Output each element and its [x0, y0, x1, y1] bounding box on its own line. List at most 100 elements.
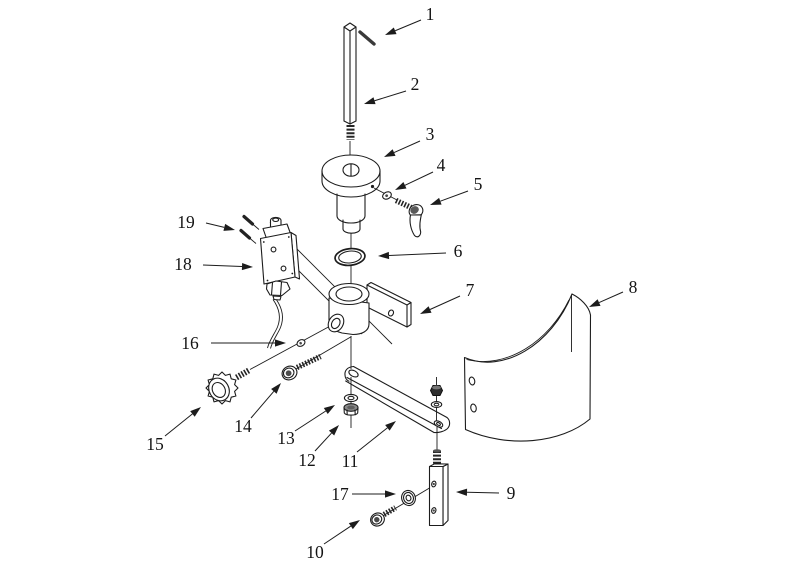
callout-1: 1 — [385, 4, 434, 35]
part-number-label: 5 — [474, 174, 483, 194]
arm-end-washer — [430, 401, 443, 408]
callout-18: 18 — [174, 254, 253, 274]
leader-arrowhead — [385, 27, 397, 35]
part-number-label: 2 — [411, 74, 420, 94]
leader-arrowhead — [385, 490, 396, 498]
part-number-label: 13 — [277, 428, 295, 448]
leader-arrowhead — [395, 182, 407, 190]
callout-17: 17 — [331, 484, 396, 504]
leader-arrowhead — [364, 97, 376, 105]
part-11-arm-bar — [344, 365, 451, 434]
part-10-socket-bolt — [370, 505, 397, 527]
leader-line — [394, 19, 422, 32]
leader-line — [374, 90, 407, 102]
part-4-washer-bead — [382, 191, 392, 200]
callout-3: 3 — [384, 124, 435, 157]
part-number-label: 15 — [146, 434, 164, 454]
leader-line — [314, 432, 332, 452]
callout-2: 2 — [364, 74, 420, 105]
part-number-label: 9 — [507, 483, 516, 503]
leader-arrowhead — [456, 488, 468, 496]
part-13-washer — [343, 393, 359, 403]
callout-15: 15 — [146, 407, 201, 454]
part-6-o-ring — [334, 247, 366, 267]
leader-line — [598, 291, 624, 304]
part-8-curved-guard-shield — [463, 293, 592, 442]
part-number-label: 1 — [426, 4, 435, 24]
leader-arrowhead — [275, 339, 286, 347]
part-number-label: 14 — [234, 416, 252, 436]
callout-12: 12 — [298, 425, 339, 470]
leader-line — [393, 140, 421, 153]
callout-13: 13 — [277, 405, 335, 448]
leader-line — [429, 295, 461, 310]
callout-6: 6 — [378, 241, 463, 261]
part-9-square-bar — [428, 449, 449, 527]
part-5-clamp-handle — [394, 198, 424, 238]
callout-5: 5 — [430, 174, 483, 205]
leader-line — [164, 413, 193, 437]
leader-arrowhead — [328, 425, 339, 436]
part-number-label: 18 — [174, 254, 192, 274]
part-15-knurled-knob — [205, 367, 251, 405]
part-number-label: 8 — [629, 277, 638, 297]
leader-line — [250, 391, 275, 419]
part-1-pin — [358, 30, 376, 46]
part-3-pulley-disc — [321, 154, 381, 234]
callout-7: 7 — [420, 280, 475, 314]
switch-cable — [267, 299, 280, 349]
leader-line — [202, 264, 243, 268]
leader-arrowhead — [190, 407, 201, 417]
leader-arrowhead — [323, 405, 335, 415]
part-number-label: 12 — [298, 450, 316, 470]
callout-8: 8 — [589, 277, 638, 307]
leader-arrowhead — [348, 520, 360, 530]
leader-line — [466, 491, 500, 494]
arm-end-nut — [429, 385, 444, 396]
callout-9: 9 — [456, 483, 516, 503]
part-number-label: 17 — [331, 484, 349, 504]
part-2-square-rod — [343, 22, 357, 140]
part-number-label: 6 — [454, 241, 463, 261]
leader-line — [440, 190, 469, 202]
leader-arrowhead — [385, 421, 396, 431]
part-number-label: 10 — [306, 542, 324, 562]
guard-hole-upper — [468, 376, 476, 386]
callout-11: 11 — [342, 421, 396, 471]
part-12-hex-nut — [343, 403, 359, 416]
guard-hole-lower — [470, 403, 477, 413]
part-19-screws — [239, 214, 260, 244]
part-16-set-screw — [296, 339, 306, 347]
leader-arrowhead — [378, 251, 390, 260]
part-18-limit-switch — [259, 216, 301, 349]
part-number-label: 4 — [437, 155, 446, 175]
callout-4: 4 — [395, 155, 446, 190]
part-number-label: 3 — [426, 124, 435, 144]
leader-line — [388, 252, 447, 257]
callout-10: 10 — [306, 520, 360, 562]
leader-arrowhead — [241, 262, 253, 271]
part-14-socket-bolt — [281, 354, 322, 381]
part-number-label: 16 — [181, 333, 199, 353]
leader-arrowhead — [420, 306, 432, 314]
part-number-label: 11 — [342, 451, 359, 471]
leader-arrowhead — [271, 383, 281, 394]
callout-14: 14 — [234, 383, 281, 436]
leader-arrowhead — [223, 223, 235, 231]
bracket-clamp-boss — [327, 313, 345, 333]
leader-arrowhead — [589, 299, 601, 307]
leader-line — [404, 171, 434, 186]
leader-line — [323, 525, 352, 545]
callout-16: 16 — [181, 333, 286, 353]
leader-line — [294, 410, 327, 432]
part-17-washer — [401, 489, 416, 507]
part-7-mount-bracket — [327, 281, 412, 336]
callout-19: 19 — [177, 212, 235, 232]
leader-arrowhead — [430, 197, 442, 205]
leader-line — [356, 427, 388, 453]
leader-arrowhead — [384, 149, 396, 157]
part-number-label: 7 — [466, 280, 475, 300]
